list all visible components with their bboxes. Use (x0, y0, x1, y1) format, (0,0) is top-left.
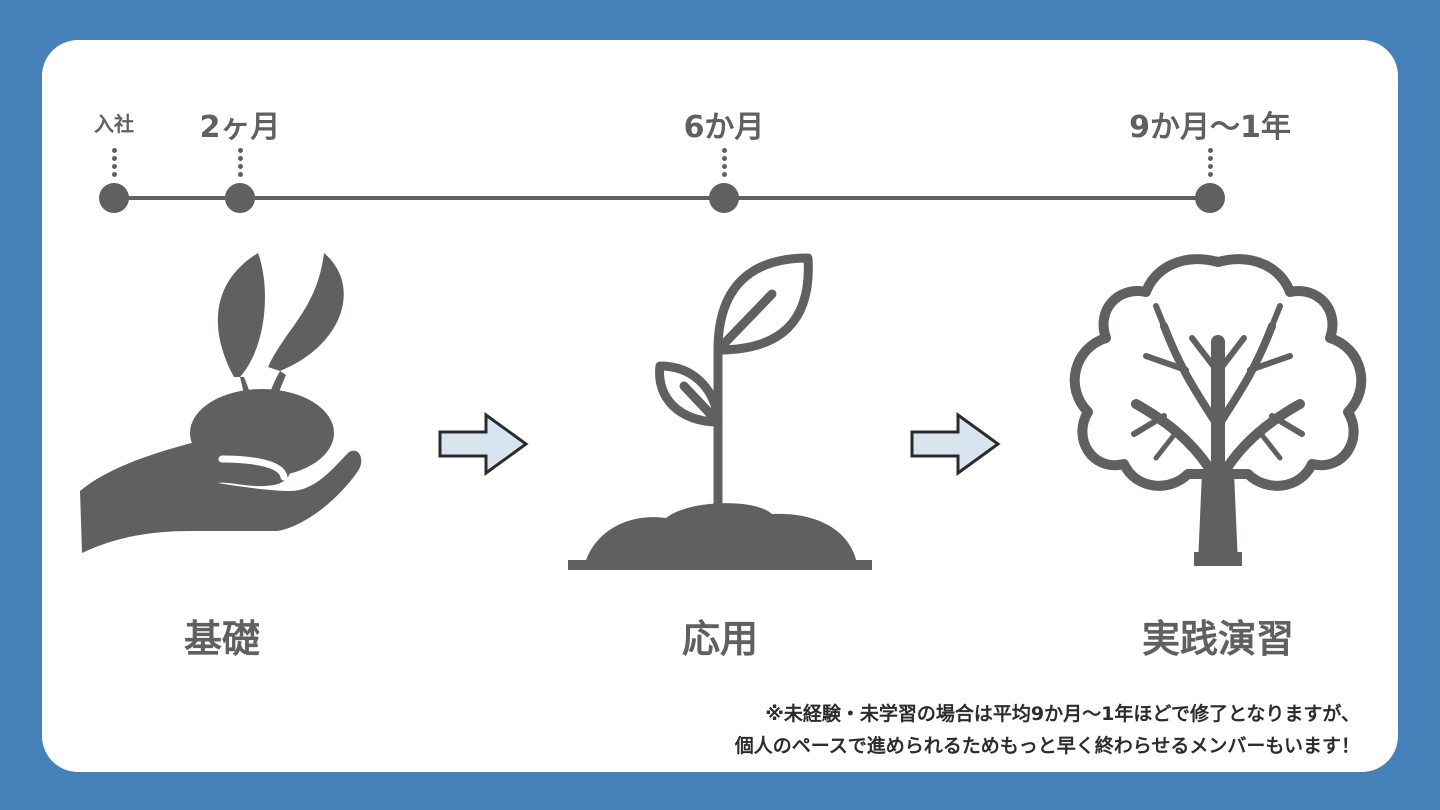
dotted-connector (1207, 148, 1213, 180)
timeline-marker-9-months-1-year (1195, 183, 1225, 213)
footnote-line-1: ※未経験・未学習の場合は平均9か月～1年ほどで修了となりますが、 (765, 703, 1360, 725)
arrow-right-icon (910, 412, 1001, 476)
stage-label-application: 応用 (681, 617, 759, 661)
timeline-label-2-months: 2ヶ月 (199, 110, 281, 145)
timeline-marker-2-months (225, 183, 255, 213)
stage-label-basics: 基礎 (183, 617, 261, 661)
timeline-marker-6-months (709, 183, 739, 213)
timeline-line (114, 196, 1212, 200)
dotted-connector (721, 148, 727, 180)
timeline-label-join: 入社 (94, 112, 134, 136)
dotted-connector (111, 148, 117, 180)
dotted-connector (237, 148, 243, 180)
footnote-line-2: 個人のペースで進められるためもっと早く終わらせるメンバーもいます！ (734, 735, 1360, 757)
footnote: ※未経験・未学習の場合は平均9か月～1年ほどで修了となりますが、 個人のペースで… (735, 698, 1360, 762)
timeline-marker-join (99, 183, 129, 213)
stage-label-practice: 実践演習 (1141, 617, 1295, 661)
hand-seedling-icon (80, 253, 362, 553)
timeline-label-6-months: 6か月 (683, 110, 765, 145)
arrow-right-icon (438, 412, 529, 476)
timeline-label-9-months-1-year: 9か月～1年 (1129, 110, 1291, 145)
sprout-icon (568, 253, 872, 570)
tree-icon (1069, 254, 1367, 566)
timeline-card: 入社 2ヶ月 6か月 9か月～1年 (42, 40, 1398, 772)
